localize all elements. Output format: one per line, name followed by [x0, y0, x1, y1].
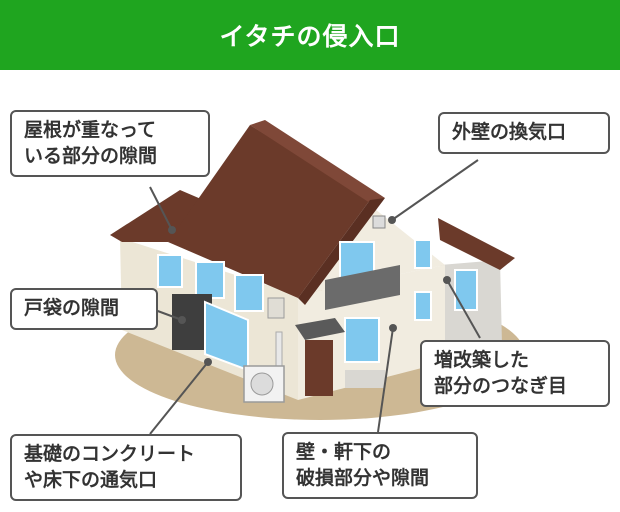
leader-roof-gap — [149, 186, 173, 231]
callout-extension: 増改築した 部分のつなぎ目 — [420, 340, 610, 408]
main-roof — [168, 125, 370, 298]
left-wing-roof — [110, 190, 215, 242]
dot-roof-gap — [168, 226, 176, 234]
leader-extension — [446, 279, 481, 339]
left-window-3 — [234, 274, 264, 312]
callout-wall-vent: 外壁の換気口 — [438, 112, 610, 154]
left-window-1 — [157, 254, 183, 288]
balcony — [325, 265, 400, 310]
leader-foundation — [149, 361, 209, 435]
wall-vent — [372, 215, 386, 229]
callout-roof-gap: 屋根が重なって いる部分の隙間 — [10, 110, 210, 178]
house-illustration — [110, 120, 525, 435]
extension-roof — [438, 218, 515, 270]
side-window-1 — [414, 239, 432, 269]
left-window-2 — [195, 261, 225, 299]
dot-foundation — [204, 358, 212, 366]
side-window-2 — [414, 291, 432, 321]
front-step — [345, 370, 385, 388]
dot-extension — [443, 276, 451, 284]
extension-window — [454, 269, 478, 311]
leader-wall-vent — [391, 159, 479, 221]
door — [305, 340, 333, 396]
door-canopy — [295, 318, 345, 340]
dot-wall-vent — [388, 216, 396, 224]
dot-eaves — [389, 324, 397, 332]
callout-shutter-box: 戸袋の隙間 — [10, 288, 158, 330]
ac-fan — [250, 372, 274, 396]
page-title: イタチの侵入口 — [0, 0, 620, 70]
callout-foundation: 基礎のコンクリート や床下の通気口 — [10, 434, 242, 502]
meter-box — [267, 297, 285, 319]
dot-shutter — [178, 316, 186, 324]
front-window — [344, 317, 380, 363]
leader-eaves — [377, 327, 394, 433]
callout-eaves: 壁・軒下の 破損部分や隙間 — [282, 432, 478, 500]
leader-shutter — [154, 309, 183, 321]
main-roof-edge — [250, 120, 385, 203]
